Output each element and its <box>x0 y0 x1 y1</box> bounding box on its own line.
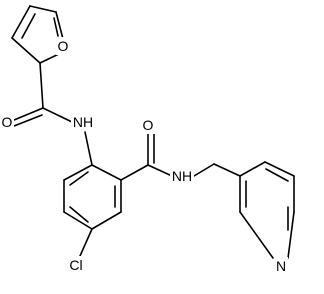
anilide-n-aryl-bond <box>84 131 93 166</box>
amide2-n-ch2-bond <box>193 163 215 177</box>
benzene-bond <box>91 164 122 181</box>
atom-amide2-nh: NH <box>170 167 194 185</box>
furan-double-bond-inner <box>21 13 36 39</box>
amide2-cn-bond <box>147 164 173 177</box>
amide1-carbonyl-double-bond <box>13 114 43 127</box>
pyridine-nitrogen-label: N <box>276 258 286 274</box>
furan-bond <box>55 11 64 40</box>
amide2-oxygen-label: O <box>143 117 154 133</box>
furan-bond <box>11 37 41 64</box>
furan-carbonyl-bond <box>39 62 44 109</box>
chloro-bond <box>79 228 93 257</box>
furan-double-bond-inner <box>53 17 59 37</box>
benzene-bond <box>63 211 93 230</box>
benzene-double-bond-inner <box>69 206 89 223</box>
pyridine-bond <box>287 211 295 259</box>
atom-furan-oxygen: O <box>56 37 70 55</box>
atom-amide1-oxygen: O <box>0 113 14 131</box>
chlorine-label: Cl <box>69 257 82 273</box>
atom-label-layer: O O NH O NH Cl <box>0 37 288 275</box>
atom-chlorine: Cl <box>66 256 86 274</box>
pyridine-bond <box>239 211 274 259</box>
pyridine-double-bond-inner <box>265 168 289 182</box>
pyridine-bond <box>264 161 295 177</box>
aryl-carbonyl-bond <box>120 164 149 181</box>
amide2-nh-label: NH <box>172 168 192 184</box>
amide1-carbonyl-bond <box>13 107 44 121</box>
benzene-bond <box>63 164 93 181</box>
benzene-double-bond-inner <box>69 171 89 186</box>
furan-bond <box>11 5 31 39</box>
amide1-oxygen-label: O <box>2 114 13 130</box>
atom-pyridine-nitrogen: N <box>274 257 288 275</box>
atom-amide2-oxygen: O <box>141 116 155 134</box>
atom-amide1-nh: NH <box>71 113 95 131</box>
amide1-nh-label: NH <box>73 114 93 130</box>
furan-bond <box>29 5 57 13</box>
furan-oxygen-label: O <box>58 38 69 54</box>
pyridine-bond <box>239 161 266 177</box>
amide1-cn-bond <box>42 107 73 123</box>
ch2-pyridine-bond <box>213 163 241 177</box>
benzene-bond <box>91 211 122 230</box>
